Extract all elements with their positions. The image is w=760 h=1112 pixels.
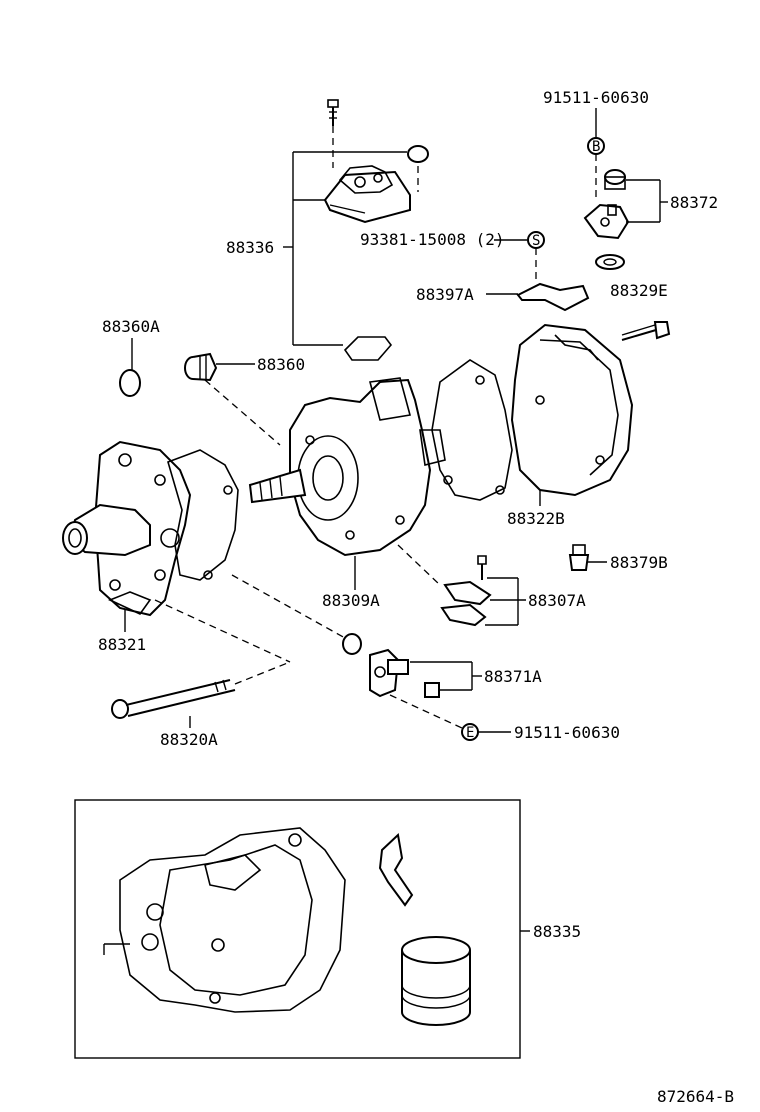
label-88320A: 88320A [160,730,218,749]
gasket-front [167,449,239,581]
circle-b-symbol-top: B [587,137,605,155]
bracket-88371A [410,661,482,691]
through-bolt-88320A [111,679,236,719]
svg-text:S: S [532,233,540,249]
gasket-kit-88335 [103,827,346,1013]
bolt-88336 [327,99,339,126]
label-91511-bottom: 91511-60630 [514,723,620,742]
valve-set-88307A [440,555,492,627]
label-88360: 88360 [257,355,305,374]
label-88360A: 88360A [102,317,160,336]
label-93381: 93381-15008 (2) [360,230,505,249]
plug-88379B [568,544,590,571]
label-88379B: 88379B [610,553,668,572]
svg-text:B: B [592,139,600,155]
compressor-body-88309A [248,377,446,557]
diagram-code: 872664-B [657,1087,734,1106]
sleeve-88335 [401,936,471,1026]
circle-e-symbol: E [461,723,479,741]
gasket-rear [431,359,513,501]
plug-88360 [184,352,218,382]
label-88397A: 88397A [416,285,474,304]
label-88307A: 88307A [528,591,586,610]
valve-88372 [583,169,630,270]
bracket-88336 [283,126,419,346]
label-88321: 88321 [98,635,146,654]
label-88322B: 88322B [507,509,565,528]
label-91511-top: 91511-60630 [543,88,649,107]
plate-88335 [378,833,414,907]
label-88372: 88372 [670,193,718,212]
bracket-88307A [485,577,526,626]
circle-s-symbol: S [527,231,545,249]
oring-88360A [119,369,141,397]
front-housing-88321 [62,440,192,617]
oring-88336 [407,145,429,163]
oring-88371A [342,633,362,655]
label-88336: 88336 [226,238,274,257]
svg-text:E: E [466,725,474,741]
cover-88336 [323,165,411,224]
gasket-88336 [343,336,393,361]
label-88335: 88335 [533,922,581,941]
bracket-88372 [626,179,668,223]
kit-box-88335 [74,799,521,1059]
label-88329E: 88329E [610,281,668,300]
label-88371A: 88371A [484,667,542,686]
valve-88371A [369,648,440,698]
bolt-88329E [621,321,671,341]
bracket-88397A [516,282,590,312]
label-88309A: 88309A [322,591,380,610]
rear-housing-88322B [510,323,634,497]
